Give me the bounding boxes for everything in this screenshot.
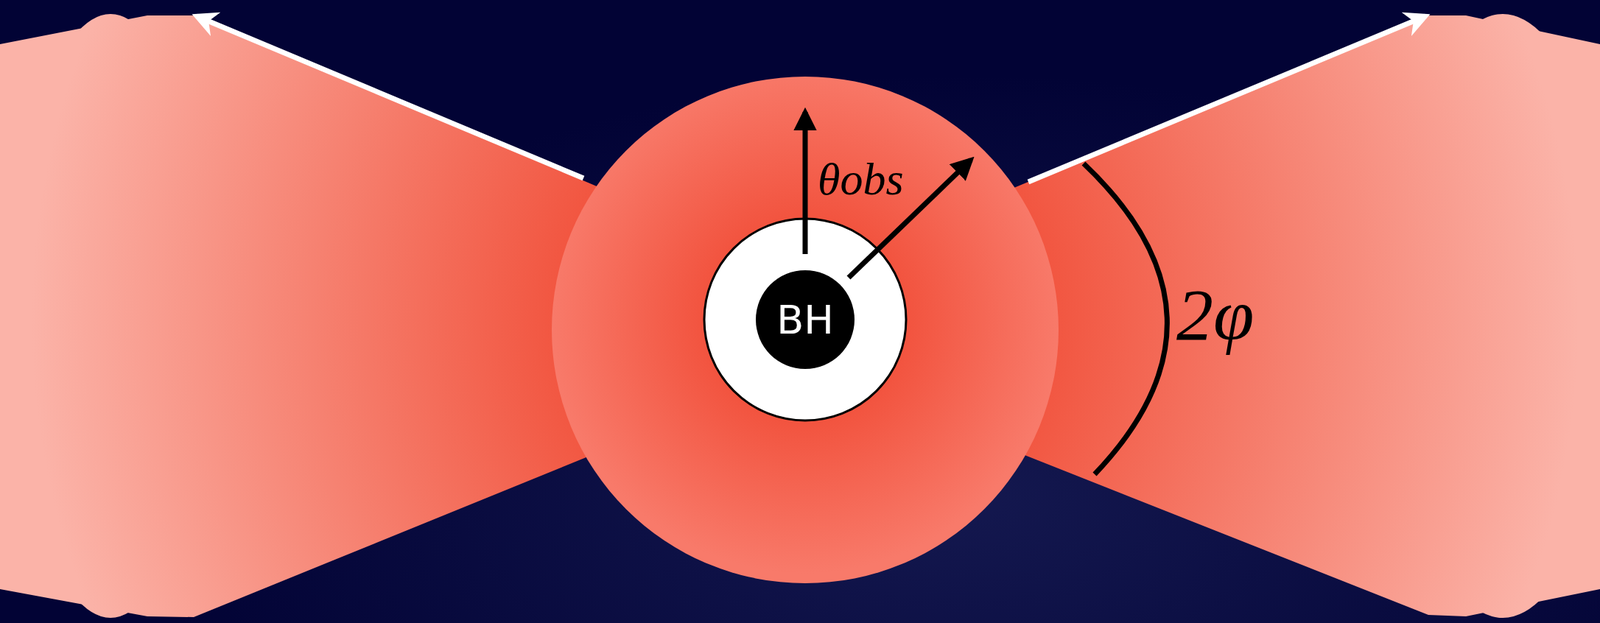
outflow-arrow	[196, 16, 584, 179]
angle-arc	[1083, 163, 1167, 475]
left-cone-end	[13, 13, 208, 619]
opening-angle-label: 2φ	[1176, 278, 1254, 353]
node-label: BH	[776, 296, 834, 344]
axis-arrow	[802, 111, 809, 255]
outflow-arrow	[1028, 16, 1426, 182]
right-cone-end	[1392, 13, 1600, 619]
black-hole-circle: BH	[755, 270, 855, 370]
angle-label: θobs	[817, 156, 904, 202]
central-sphere	[551, 76, 1059, 584]
